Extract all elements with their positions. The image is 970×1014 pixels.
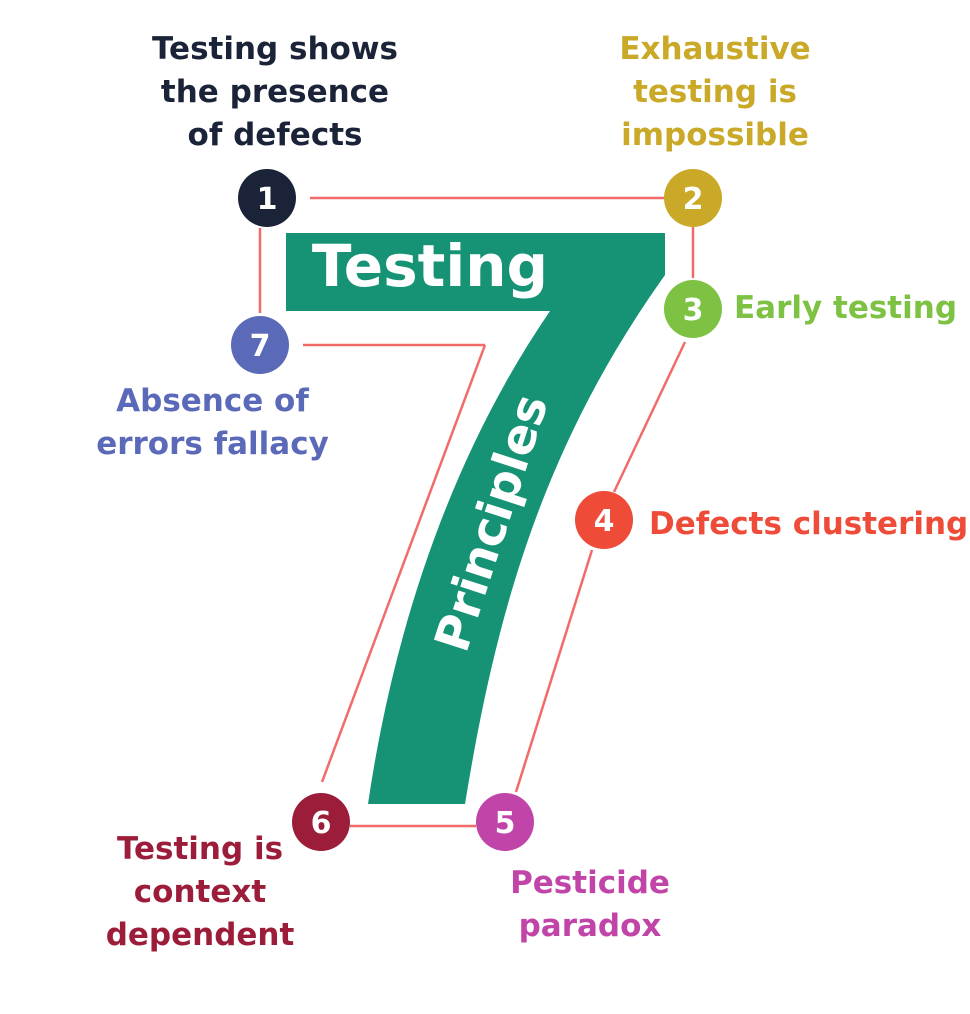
principle-node-2: 2 [664, 169, 722, 227]
connector-3-4 [612, 341, 687, 493]
principle-label-4: Defects clustering [649, 506, 969, 542]
title-word-testing: Testing [312, 232, 548, 300]
connector-lines [258, 196, 695, 828]
node-circle-3 [664, 280, 722, 338]
node-number-2: 2 [683, 182, 704, 217]
node-number-5: 5 [495, 806, 516, 841]
node-circle-5 [476, 793, 534, 851]
node-number-1: 1 [257, 182, 278, 217]
principle-label-2: Exhaustive testing is impossible [619, 31, 811, 153]
principle-label-3: Early testing [734, 290, 958, 326]
node-circle-7 [231, 316, 289, 374]
node-number-3: 3 [683, 293, 704, 328]
principle-label-7: Absence of errors fallacy [96, 383, 329, 462]
principle-node-1: 1 [238, 169, 296, 227]
principle-node-7: 7 [231, 316, 289, 374]
node-number-6: 6 [311, 806, 332, 841]
node-circle-6 [292, 793, 350, 851]
node-circle-2 [664, 169, 722, 227]
node-circle-1 [238, 169, 296, 227]
connector-6-7 [320, 344, 487, 783]
connector-4-5 [514, 549, 594, 793]
node-number-7: 7 [250, 329, 271, 364]
principle-nodes: 1 2 3 4 5 6 7 [231, 169, 722, 851]
principle-node-5: 5 [476, 793, 534, 851]
node-circle-4 [575, 491, 633, 549]
principle-label-5: Pesticide paradox [510, 865, 670, 944]
principle-node-4: 4 [575, 491, 633, 549]
principle-node-6: 6 [292, 793, 350, 851]
node-number-4: 4 [594, 504, 615, 539]
principle-label-6: Testing is context dependent [105, 831, 295, 953]
principle-label-1: Testing shows the presence of defects [152, 31, 398, 153]
seven-shape [286, 233, 665, 804]
principle-node-3: 3 [664, 280, 722, 338]
